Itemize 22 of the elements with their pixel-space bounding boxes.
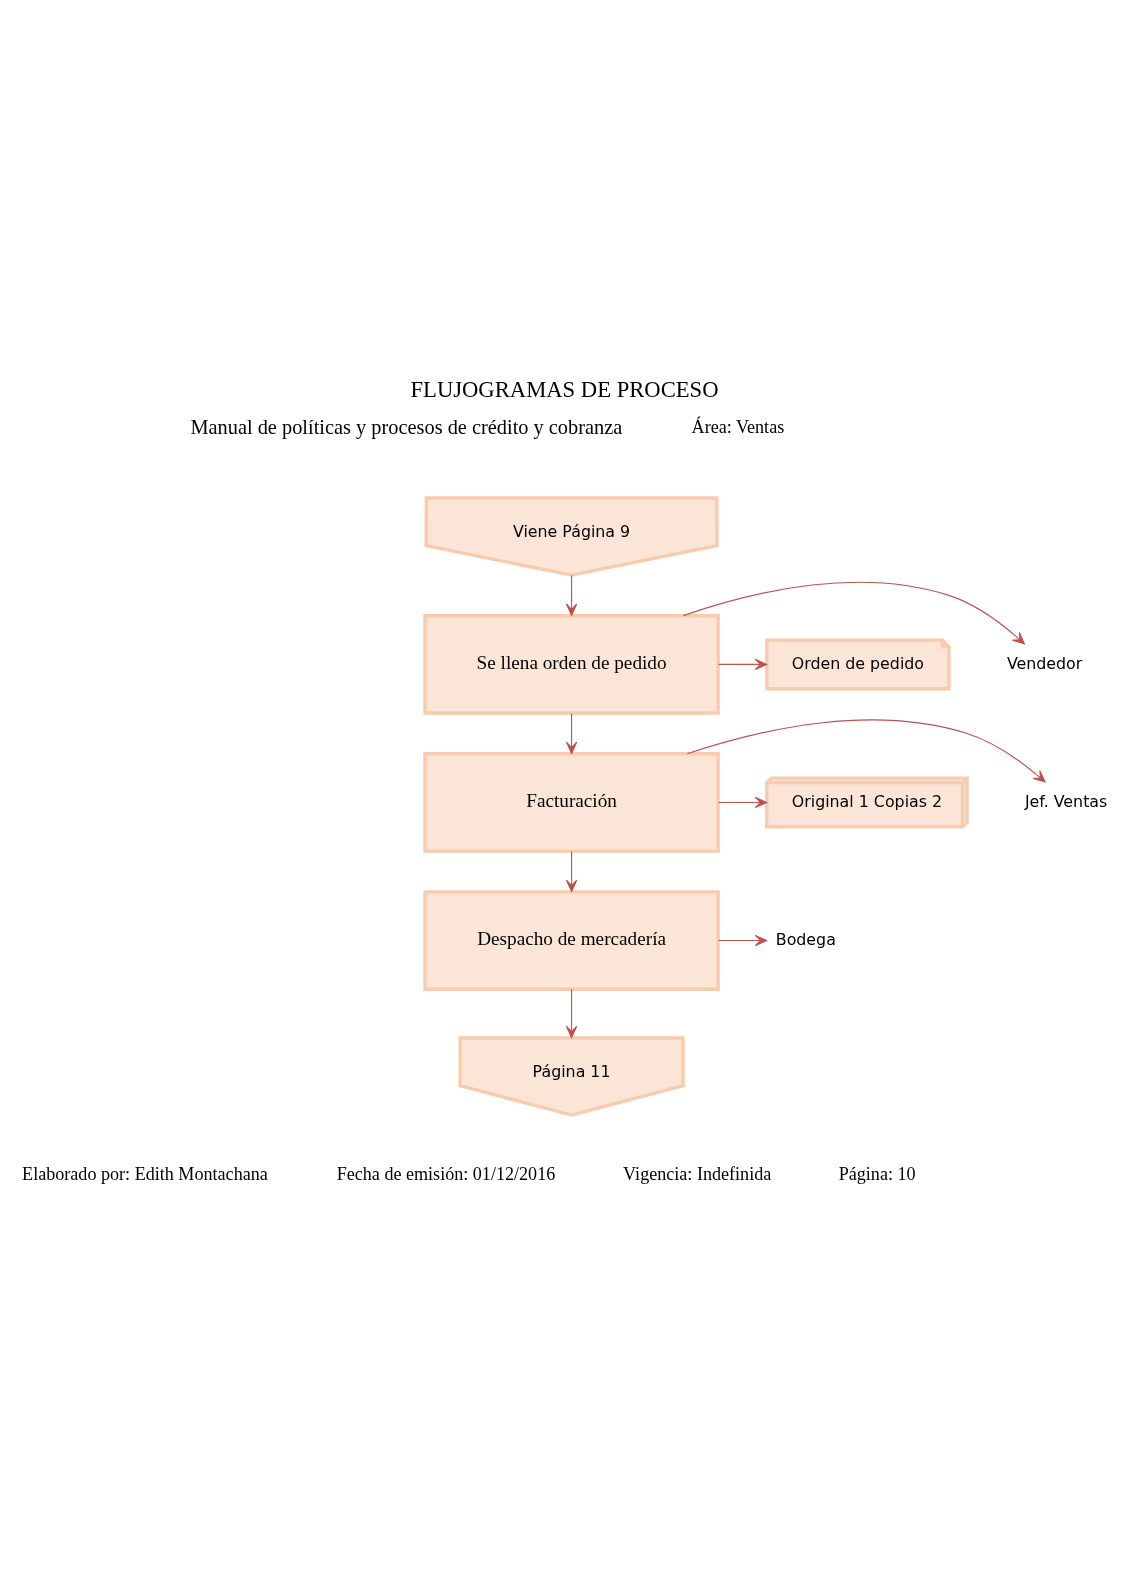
label: Fecha de emisión: 01/12/2016	[336, 1164, 556, 1185]
arrow	[717, 934, 768, 947]
arrow	[565, 850, 578, 893]
node-text: Bodega	[775, 929, 836, 949]
label: Página: 10	[838, 1164, 916, 1185]
label: Vigencia: Indefinida	[623, 1164, 772, 1185]
arrow	[718, 658, 768, 671]
arrow	[565, 574, 578, 616]
label: Área: Ventas	[691, 417, 785, 438]
node-text: Jef. Ventas	[1024, 791, 1108, 811]
node-box: Se llena orden de pedido	[423, 614, 720, 715]
node-box: Despacho de mercadería	[423, 890, 720, 991]
label: Manual de políticas y procesos de crédito y cobranza	[190, 415, 623, 438]
arrow	[686, 719, 1046, 783]
label: Elaborado por: Edith Montachana	[22, 1164, 268, 1185]
arrow	[565, 988, 578, 1039]
arrow	[682, 581, 1025, 645]
node-text: Vendedor	[1006, 653, 1083, 673]
diagram-title: FLUJOGRAMAS DE PROCESO	[410, 377, 719, 403]
arrow	[565, 712, 578, 754]
arrow	[717, 796, 768, 809]
node-box: Facturación	[423, 752, 720, 853]
